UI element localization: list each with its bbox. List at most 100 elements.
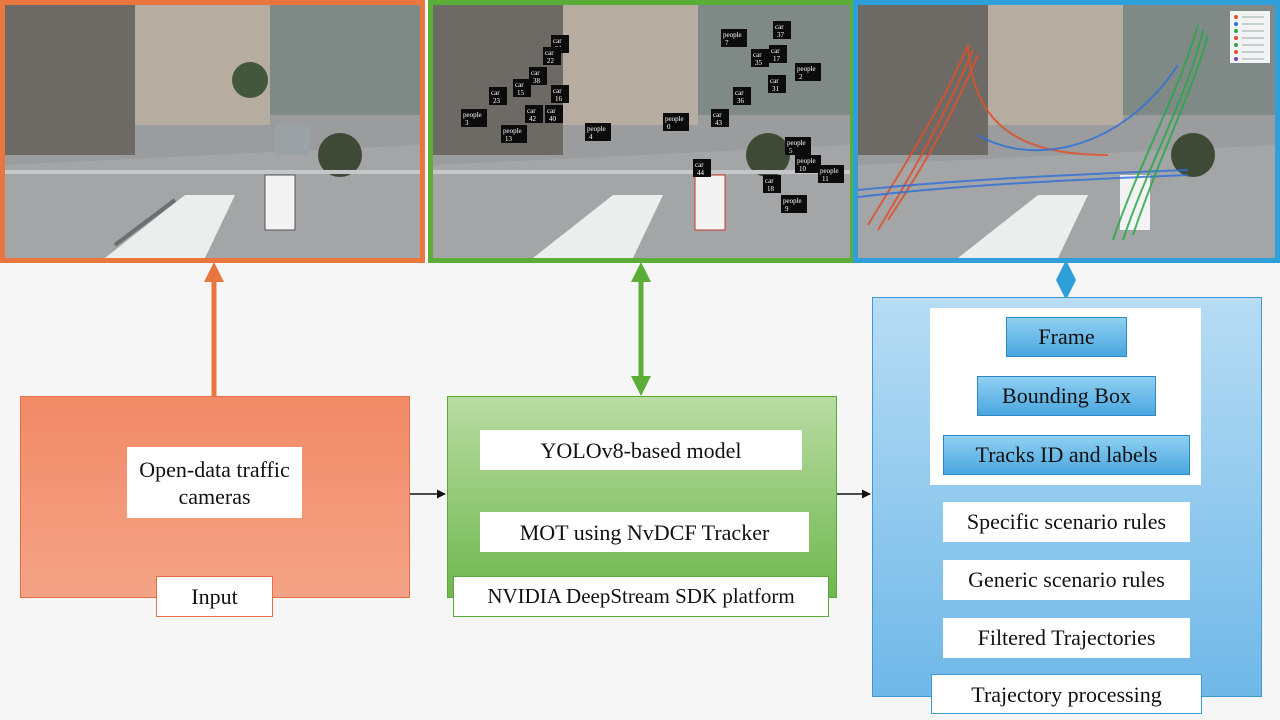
step-tracks-id: Tracks ID and labels bbox=[943, 435, 1190, 475]
svg-text:car: car bbox=[775, 23, 784, 31]
svg-text:people: people bbox=[797, 65, 816, 73]
svg-text:37: 37 bbox=[777, 31, 785, 39]
svg-text:people: people bbox=[723, 31, 742, 39]
svg-text:43: 43 bbox=[715, 119, 723, 127]
svg-text:people: people bbox=[787, 139, 806, 147]
svg-text:11: 11 bbox=[822, 175, 829, 183]
svg-text:7: 7 bbox=[725, 39, 729, 47]
trajectory-processing-caption: Trajectory processing bbox=[931, 674, 1202, 714]
svg-text:car: car bbox=[553, 87, 562, 95]
svg-text:car: car bbox=[553, 37, 562, 45]
step-bounding-box: Bounding Box bbox=[977, 376, 1156, 416]
svg-text:35: 35 bbox=[755, 59, 763, 67]
svg-text:car: car bbox=[545, 49, 554, 57]
step-generic-rules: Generic scenario rules bbox=[943, 560, 1190, 600]
svg-text:people: people bbox=[797, 157, 816, 165]
svg-text:17: 17 bbox=[773, 55, 781, 63]
svg-text:13: 13 bbox=[505, 135, 513, 143]
svg-text:people: people bbox=[587, 125, 606, 133]
step-filtered-trajectories: Filtered Trajectories bbox=[943, 618, 1190, 658]
input-caption: Input bbox=[156, 576, 273, 617]
svg-text:40: 40 bbox=[549, 115, 557, 123]
step-specific-rules: Specific scenario rules bbox=[943, 502, 1190, 542]
trajectory-camera-panel bbox=[853, 0, 1280, 263]
legend-marker bbox=[1234, 29, 1238, 33]
detection-camera-panel: car21car22car23car15car38car42car40car16… bbox=[428, 0, 855, 263]
svg-text:people: people bbox=[503, 127, 522, 135]
legend-marker bbox=[1234, 43, 1238, 47]
svg-text:car: car bbox=[713, 111, 722, 119]
svg-text:car: car bbox=[765, 177, 774, 185]
svg-text:car: car bbox=[491, 89, 500, 97]
svg-text:car: car bbox=[547, 107, 556, 115]
svg-text:18: 18 bbox=[767, 185, 775, 193]
svg-text:car: car bbox=[695, 161, 704, 169]
svg-text:car: car bbox=[515, 81, 524, 89]
svg-text:9: 9 bbox=[785, 205, 789, 213]
svg-text:44: 44 bbox=[697, 169, 705, 177]
svg-text:36: 36 bbox=[737, 97, 745, 105]
open-data-cameras-label: Open-data traffic cameras bbox=[127, 447, 302, 518]
trajectory-green bbox=[1112, 24, 1209, 241]
svg-text:people: people bbox=[783, 197, 802, 205]
svg-text:16: 16 bbox=[555, 95, 563, 103]
trajectory-legend bbox=[1230, 11, 1270, 63]
svg-text:15: 15 bbox=[517, 89, 525, 97]
detection-scene-illustration: car21car22car23car15car38car42car40car16… bbox=[433, 5, 850, 258]
svg-text:5: 5 bbox=[789, 147, 793, 155]
legend-marker bbox=[1234, 15, 1238, 19]
svg-text:people: people bbox=[665, 115, 684, 123]
svg-text:10: 10 bbox=[799, 165, 807, 173]
svg-text:42: 42 bbox=[529, 115, 537, 123]
svg-text:car: car bbox=[527, 107, 536, 115]
svg-text:people: people bbox=[463, 111, 482, 119]
trajectory-blue bbox=[858, 64, 1189, 198]
svg-text:0: 0 bbox=[667, 123, 671, 131]
legend-marker bbox=[1234, 22, 1238, 26]
legend-marker bbox=[1234, 57, 1238, 61]
svg-text:2: 2 bbox=[799, 73, 803, 81]
legend-marker bbox=[1234, 36, 1238, 40]
svg-text:car: car bbox=[771, 47, 780, 55]
tracker-label: MOT using NvDCF Tracker bbox=[480, 512, 809, 552]
svg-text:23: 23 bbox=[493, 97, 501, 105]
yolo-model-label: YOLOv8-based model bbox=[480, 430, 802, 470]
svg-text:4: 4 bbox=[589, 133, 593, 141]
trajectory-scene-illustration bbox=[858, 5, 1275, 258]
deepstream-block bbox=[447, 396, 837, 598]
input-camera-panel bbox=[0, 0, 425, 263]
svg-text:22: 22 bbox=[547, 57, 555, 65]
svg-text:31: 31 bbox=[772, 85, 780, 93]
svg-text:car: car bbox=[531, 69, 540, 77]
svg-text:3: 3 bbox=[465, 119, 469, 127]
deepstream-caption: NVIDIA DeepStream SDK platform bbox=[453, 576, 829, 617]
svg-text:38: 38 bbox=[533, 77, 541, 85]
svg-text:people: people bbox=[820, 167, 839, 175]
